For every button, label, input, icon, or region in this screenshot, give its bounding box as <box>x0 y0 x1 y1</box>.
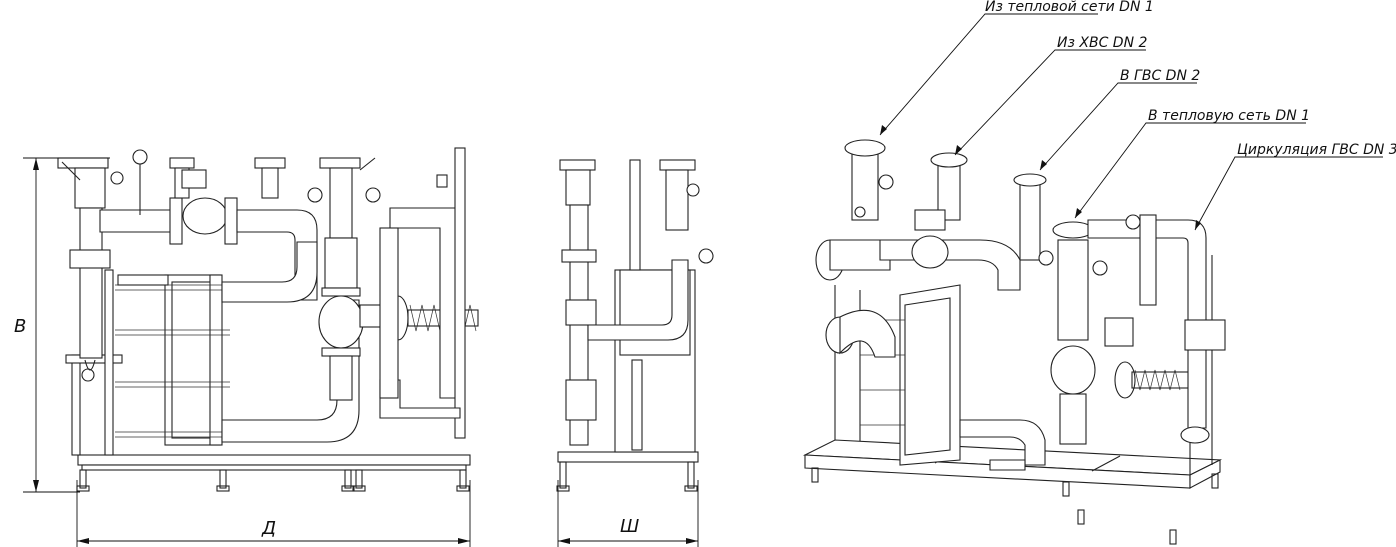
dimension-lines <box>23 157 699 547</box>
callout-hot-water-outlet: В ГВС DN 2 <box>1120 68 1200 84</box>
callout-heating-network-return: В тепловую сеть DN 1 <box>1148 108 1310 124</box>
front-view <box>57 147 479 492</box>
height-dimension-label: В <box>14 316 26 337</box>
side-view <box>556 159 714 492</box>
length-dimension-label: Д <box>261 518 276 539</box>
callout-heating-network-inlet: Из тепловой сети DN 1 <box>985 0 1154 15</box>
isometric-view <box>802 139 1226 545</box>
callout-cold-water-inlet: Из ХВС DN 2 <box>1057 35 1147 51</box>
callout-leaders <box>879 13 1383 231</box>
width-dimension-label: Ш <box>620 516 639 537</box>
callout-hot-water-circulation: Циркуляция ГВС DN 3 <box>1237 142 1396 158</box>
